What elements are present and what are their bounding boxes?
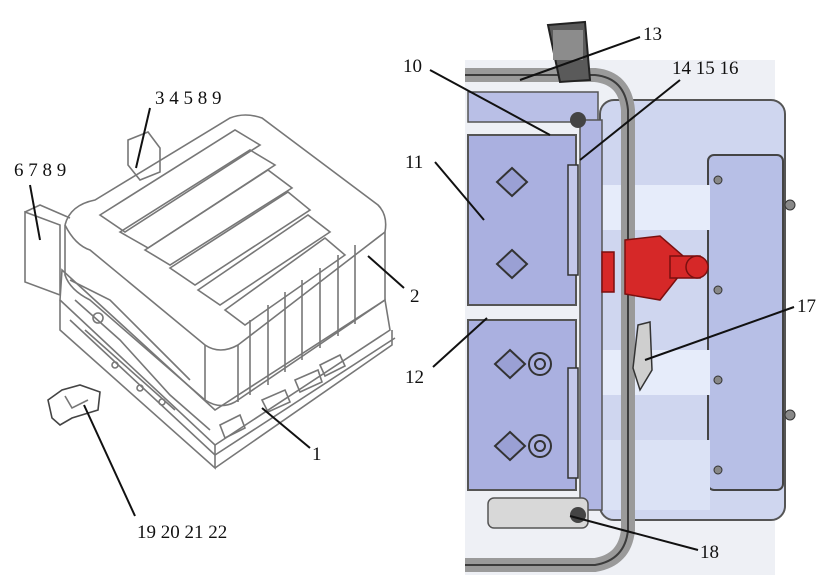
label-1: 1 xyxy=(312,444,322,465)
label-10: 10 xyxy=(403,56,422,77)
leader-13 xyxy=(519,36,641,81)
label-3-4-5-8-9: 3 4 5 8 9 xyxy=(155,88,222,109)
leader-3 xyxy=(135,107,151,169)
leader-12 xyxy=(432,317,488,368)
label-18: 18 xyxy=(700,542,719,563)
leader-1 xyxy=(261,407,311,449)
label-14-15-16: 14 15 16 xyxy=(672,58,739,79)
label-12: 12 xyxy=(405,367,424,388)
battery-section-view xyxy=(465,20,796,575)
leader-14 xyxy=(579,79,681,161)
leader-18 xyxy=(569,515,699,551)
label-13: 13 xyxy=(643,24,662,45)
leader-17 xyxy=(644,306,795,361)
battery-box-drawing xyxy=(24,114,396,470)
leader-6 xyxy=(29,184,41,241)
leader-11 xyxy=(434,161,485,221)
leader-lines xyxy=(29,36,795,551)
label-2: 2 xyxy=(410,286,420,307)
leader-19 xyxy=(83,404,136,517)
label-17: 17 xyxy=(797,296,816,317)
leader-10 xyxy=(429,69,551,136)
leader-2 xyxy=(367,255,405,289)
label-11: 11 xyxy=(405,152,423,173)
label-6-7-8-9: 6 7 8 9 xyxy=(14,160,66,181)
callout-labels: 3 4 5 8 9 6 7 8 9 2 1 19 20 21 22 10 11 … xyxy=(14,24,816,563)
label-19-20-21-22: 19 20 21 22 xyxy=(137,522,227,543)
